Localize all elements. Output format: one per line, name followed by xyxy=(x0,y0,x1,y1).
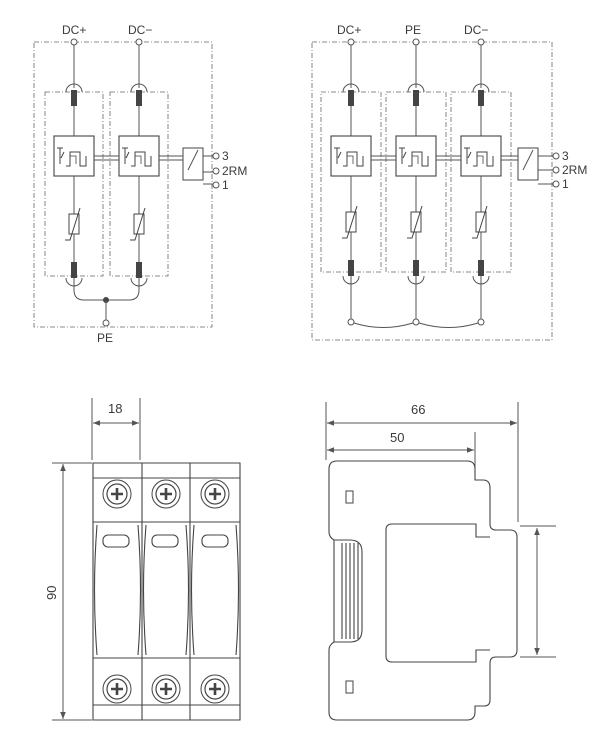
left-remote-terminal-3: 3 xyxy=(222,149,229,163)
screw-terminal-icon xyxy=(101,673,133,705)
screw-terminal-icon xyxy=(101,478,133,510)
front-height-extension-lines xyxy=(52,462,92,721)
right-label-dc-plus: DC+ xyxy=(337,23,361,37)
right-enclosure-outline xyxy=(311,41,553,341)
left-enclosure-outline xyxy=(33,41,213,328)
screw-terminal-icon xyxy=(199,673,231,705)
right-remote-terminal-3: 3 xyxy=(562,149,569,163)
side-view: 66 50 xyxy=(325,402,556,721)
left-schematic: DC+ DC− PE xyxy=(33,23,247,345)
left-remote-terminal-1: 1 xyxy=(222,178,229,192)
right-label-pe: PE xyxy=(405,23,421,37)
side-body xyxy=(328,460,518,721)
screw-terminal-icon xyxy=(199,478,231,510)
left-label-pe: PE xyxy=(97,331,113,345)
right-schematic: DC+ PE DC− xyxy=(311,23,587,341)
side-extension-lines xyxy=(325,402,519,522)
side-overall-dimension-label: 66 xyxy=(411,402,425,417)
left-remote-terminal-2rm: 2RM xyxy=(222,164,247,178)
front-view: 18 90 xyxy=(44,398,241,721)
right-remote-terminal-1: 1 xyxy=(562,177,569,191)
screw-terminal-icon xyxy=(150,478,182,510)
left-label-dc-minus: DC− xyxy=(128,23,152,37)
screw-terminal-icon xyxy=(150,673,182,705)
right-remote-terminal-2rm: 2RM xyxy=(562,163,587,177)
right-wiring xyxy=(330,38,560,328)
front-height-dimension-label: 90 xyxy=(44,586,59,600)
side-partial-dimension-label: 50 xyxy=(390,430,404,445)
right-label-dc-minus: DC− xyxy=(464,23,488,37)
left-label-dc-plus: DC+ xyxy=(62,23,86,37)
front-width-dimension-label: 18 xyxy=(108,401,122,416)
side-height-extension-lines xyxy=(520,525,556,658)
left-wiring xyxy=(53,38,220,327)
front-width-extension-lines xyxy=(91,398,141,460)
front-body xyxy=(92,462,241,721)
